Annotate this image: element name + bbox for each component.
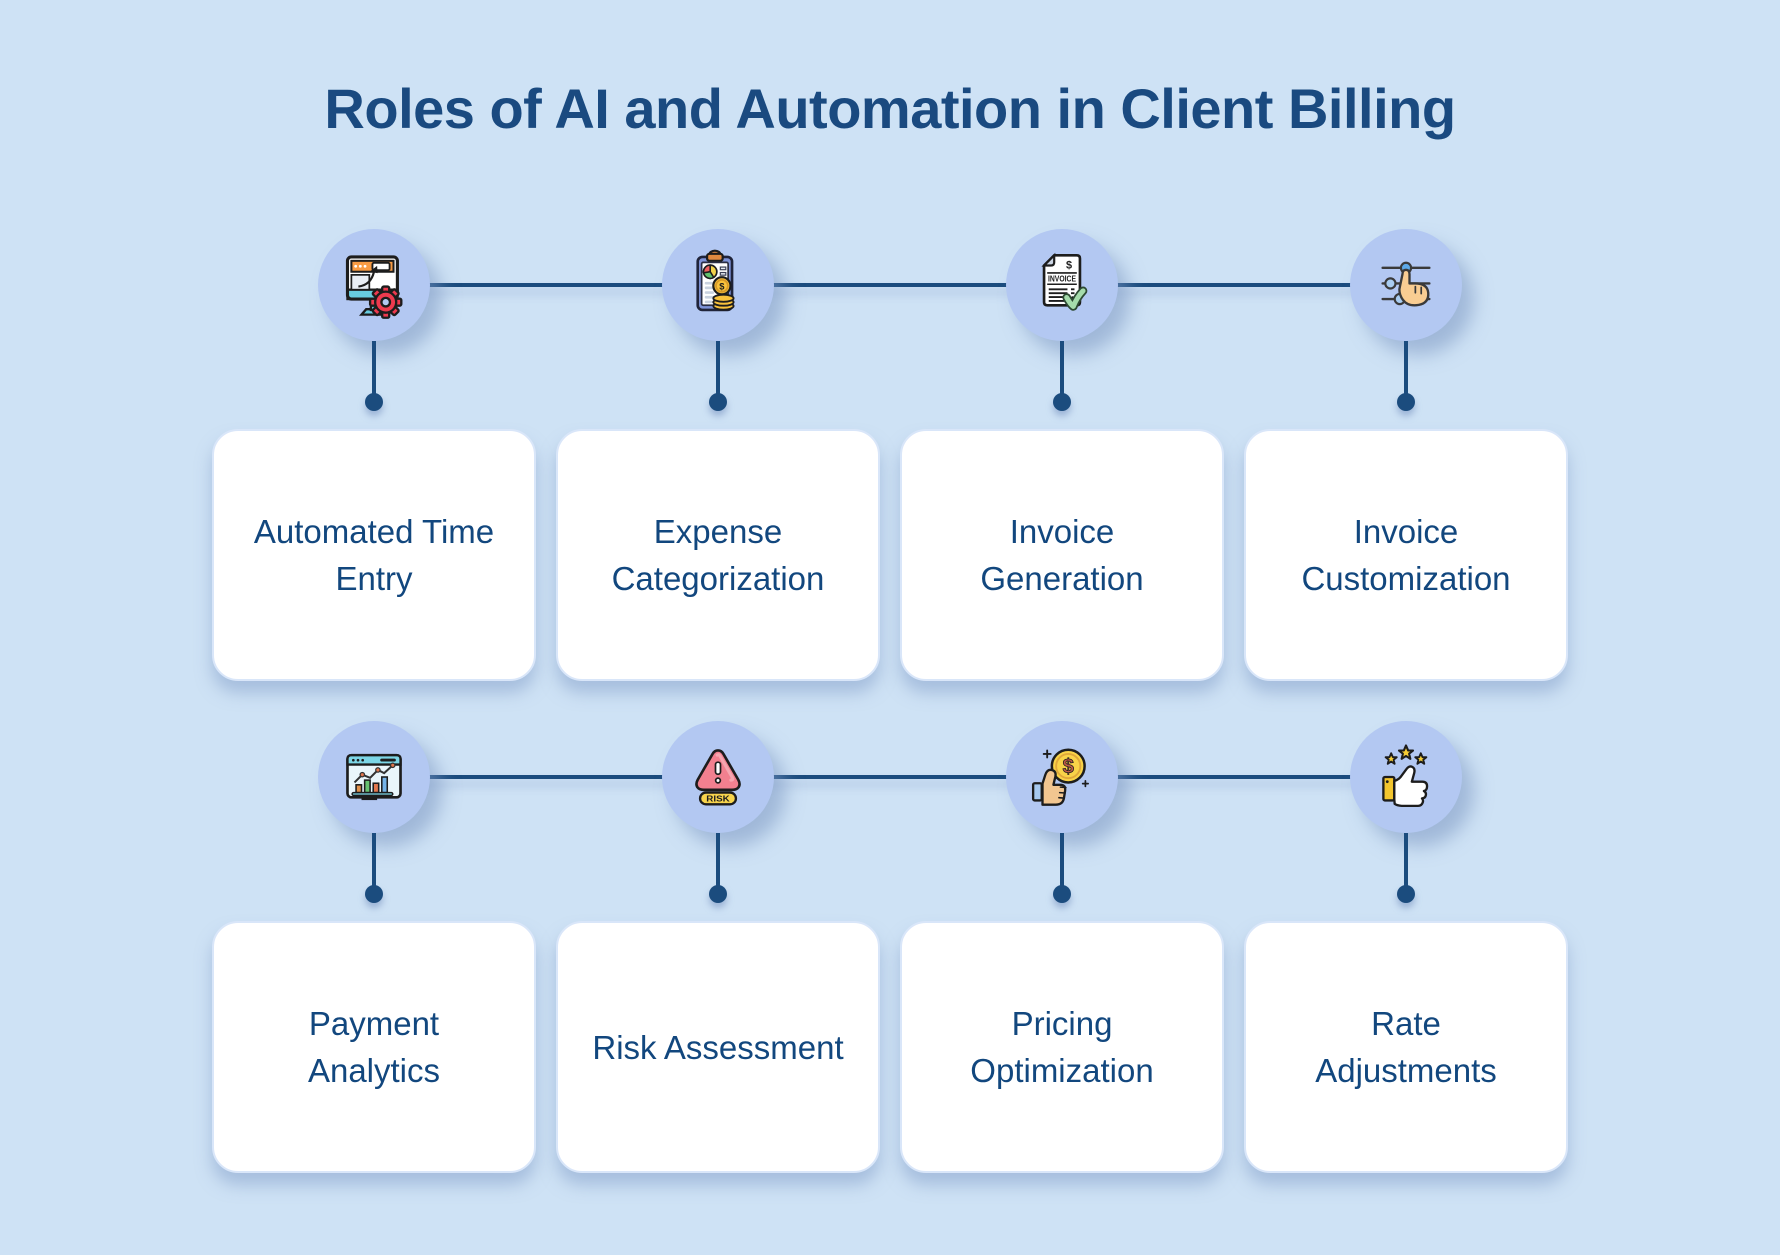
column-invoice-customization: Invoice Customization xyxy=(1234,229,1578,681)
card-label: Invoice Customization xyxy=(1301,513,1511,597)
row-1: Automated Time Entry xyxy=(202,229,1578,681)
column-rate-adjustments: Rate Adjustments xyxy=(1234,721,1578,1173)
column-automated-time-entry: Automated Time Entry xyxy=(202,229,546,681)
coin-dollar-glyph: $ xyxy=(719,281,725,291)
icon-circle-payment-analytics xyxy=(318,721,430,833)
vertical-connector xyxy=(716,341,720,397)
vertical-connector xyxy=(716,833,720,889)
card-pricing-optimization: Pricing Optimization xyxy=(900,921,1224,1173)
icon-circle-pricing-optimization: $ xyxy=(1006,721,1118,833)
card-label: Risk Assessment xyxy=(592,1028,844,1066)
vertical-connector xyxy=(1060,341,1064,397)
big-coin-dollar-glyph: $ xyxy=(1063,756,1074,778)
connector-dot xyxy=(1397,885,1415,903)
card-risk-assessment: Risk Assessment xyxy=(556,921,880,1173)
card-label: Invoice Generation xyxy=(980,513,1144,597)
thumbs-up-stars-icon xyxy=(1382,744,1429,808)
invoice-check-icon: $ INVOICE xyxy=(1041,252,1088,311)
connector-dot xyxy=(365,885,383,903)
card-invoice-generation: Invoice Generation xyxy=(900,429,1224,681)
card-label: Pricing Optimization xyxy=(970,1005,1154,1089)
connector-dot xyxy=(1053,393,1071,411)
icon-circle-expense-categorization: $ xyxy=(662,229,774,341)
card-payment-analytics: Payment Analytics xyxy=(212,921,536,1173)
vertical-connector xyxy=(1060,833,1064,889)
connector-dot xyxy=(709,885,727,903)
risk-badge-label: RISK xyxy=(706,795,730,804)
card-rate-adjustments: Rate Adjustments xyxy=(1244,921,1568,1173)
monitor-gear-icon xyxy=(345,255,403,319)
vertical-connector xyxy=(1404,833,1408,889)
card-automated-time-entry: Automated Time Entry xyxy=(212,429,536,681)
invoice-dollar-glyph: $ xyxy=(1066,260,1072,272)
card-label: Expense Categorization xyxy=(611,513,825,597)
row-2-connector-line xyxy=(374,775,1406,779)
card-label: Automated Time Entry xyxy=(253,513,495,597)
vertical-connector xyxy=(372,341,376,397)
column-expense-categorization: $ Expense Categorization xyxy=(546,229,890,681)
clipboard-pie-coins-icon: $ xyxy=(696,249,735,312)
diagram-grid: Automated Time Entry xyxy=(202,229,1578,1173)
icon-circle-rate-adjustments xyxy=(1350,721,1462,833)
connector-dot xyxy=(365,393,383,411)
column-invoice-generation: $ INVOICE xyxy=(890,229,1234,681)
infographic-title: Roles of AI and Automation in Client Bil… xyxy=(324,77,1456,140)
connector-dot xyxy=(1397,393,1415,411)
card-label: Rate Adjustments xyxy=(1315,1005,1497,1089)
row-2: Payment Analytics RISK xyxy=(202,721,1578,1173)
connector-dot xyxy=(1053,885,1071,903)
icon-circle-automated-time-entry xyxy=(318,229,430,341)
risk-warning-icon: RISK xyxy=(695,749,741,806)
row-1-connector-line xyxy=(374,283,1406,287)
hand-dollar-coin-icon: $ xyxy=(1031,748,1089,806)
icon-circle-invoice-generation: $ INVOICE xyxy=(1006,229,1118,341)
card-invoice-customization: Invoice Customization xyxy=(1244,429,1568,681)
vertical-connector xyxy=(1404,341,1408,397)
column-payment-analytics: Payment Analytics xyxy=(202,721,546,1173)
vertical-connector xyxy=(372,833,376,889)
hand-sliders-icon xyxy=(1381,261,1431,307)
column-pricing-optimization: $ Pricing Optimization xyxy=(890,721,1234,1173)
browser-analytics-icon xyxy=(346,753,402,801)
card-expense-categorization: Expense Categorization xyxy=(556,429,880,681)
icon-circle-risk-assessment: RISK xyxy=(662,721,774,833)
invoice-doc-title: INVOICE xyxy=(1048,273,1076,283)
icon-circle-invoice-customization xyxy=(1350,229,1462,341)
connector-dot xyxy=(709,393,727,411)
column-risk-assessment: RISK Risk Assessment xyxy=(546,721,890,1173)
card-label: Payment Analytics xyxy=(307,1005,441,1089)
